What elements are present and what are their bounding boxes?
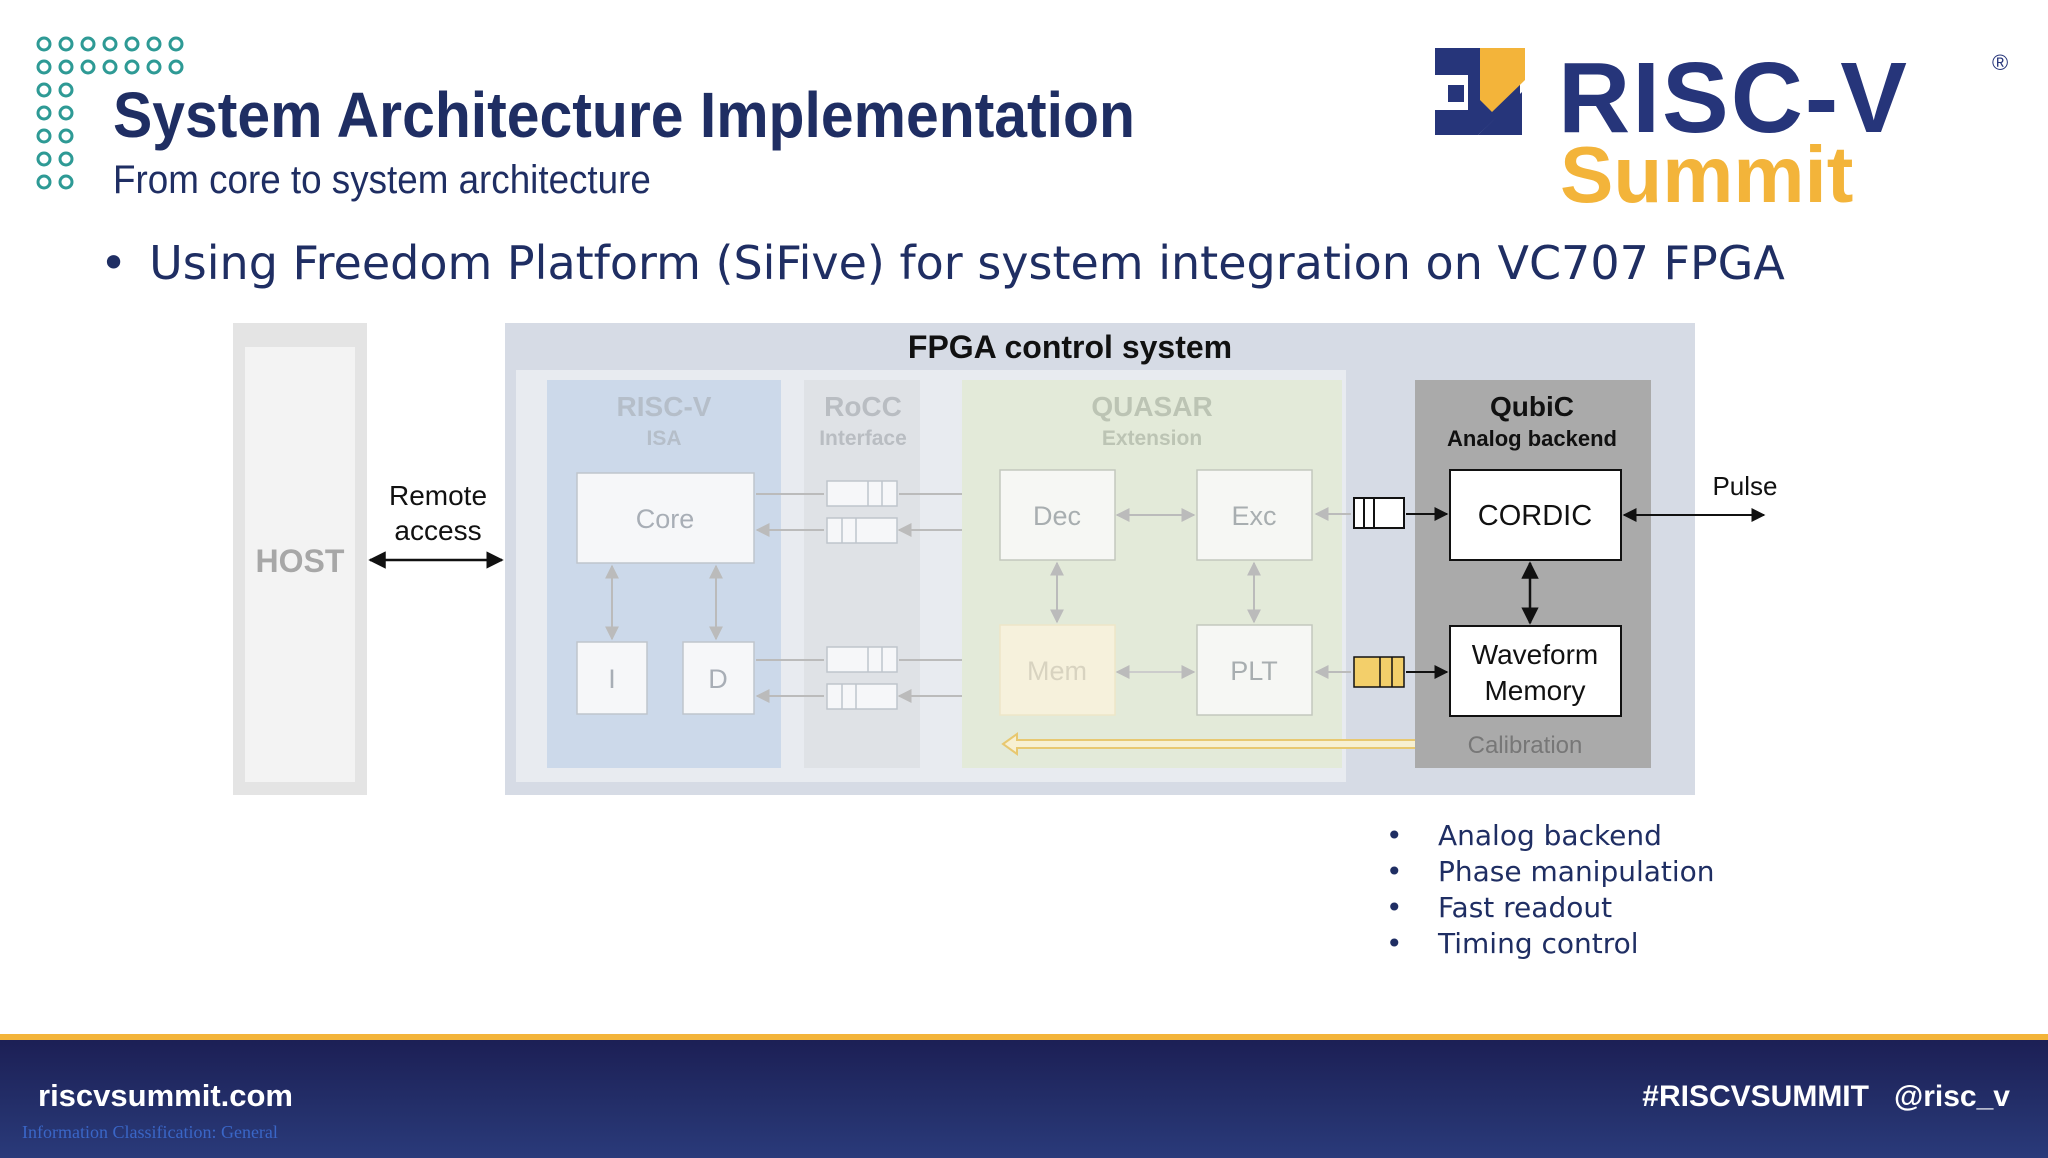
mem-box — [999, 624, 1116, 716]
dot-grid-decoration — [36, 36, 184, 190]
list-item: •Timing control — [1386, 927, 1639, 960]
slide-title: System Architecture Implementation — [113, 79, 1135, 151]
riscv-title: RISC-V — [617, 391, 712, 422]
waveform-memory-box — [1449, 625, 1622, 717]
d-cache-box — [682, 641, 755, 715]
fpga-title: FPGA control system — [908, 329, 1232, 365]
rocc-title: RoCC — [824, 391, 902, 422]
plt-label: PLT — [1230, 656, 1278, 686]
rocc-sub: Interface — [819, 427, 907, 450]
core-box — [576, 472, 755, 564]
footer-bar — [0, 1034, 2048, 1158]
quasar-sub: Extension — [1102, 427, 1202, 450]
plt-box — [1196, 624, 1313, 716]
main-bullet: • Using Freedom Platform (SiFive) for sys… — [100, 236, 1785, 290]
d-cache-label: D — [708, 664, 728, 694]
cordic-label: CORDIC — [1478, 500, 1592, 532]
logo-riscv-text: RISC-V — [1558, 42, 1909, 154]
exc-label: Exc — [1231, 501, 1276, 531]
core-label: Core — [636, 504, 695, 534]
footer-social: #RISCVSUMMIT @risc_v — [1642, 1080, 2010, 1114]
dec-label: Dec — [1033, 501, 1081, 531]
logo-registered-mark: ® — [1992, 50, 2008, 75]
qubic-sub: Analog backend — [1447, 426, 1617, 451]
footer-hashtag[interactable]: #RISCVSUMMIT — [1642, 1080, 1869, 1113]
waveform-label-line1: Waveform — [1472, 639, 1599, 670]
i-cache-box — [576, 641, 648, 715]
remote-access-label-line1: Remote — [389, 480, 487, 511]
qubic-title: QubiC — [1490, 391, 1574, 422]
remote-access-label-line2: access — [394, 515, 481, 546]
riscv-sub: ISA — [646, 427, 681, 450]
waveform-label-line2: Memory — [1484, 675, 1585, 706]
rocc-queues — [826, 480, 898, 710]
i-cache-label: I — [608, 664, 616, 694]
slide-subtitle: From core to system architecture — [113, 158, 651, 202]
fpga-architecture-diagram: HOST Remote access FPGA control system R… — [233, 323, 1778, 795]
riscv-summit-logo: RISC-V ® Summit — [1435, 42, 2008, 210]
list-item: •Analog backend — [1386, 819, 1662, 852]
host-label: HOST — [256, 543, 345, 579]
footer-site-link[interactable]: riscvsummit.com — [38, 1078, 293, 1113]
mem-label: Mem — [1027, 656, 1087, 686]
calibration-label: Calibration — [1468, 732, 1583, 759]
bullet-dot: • — [100, 236, 128, 290]
dec-box — [999, 469, 1116, 561]
qubic-input-queues — [1353, 497, 1405, 688]
information-classification: Information Classification: General — [22, 1122, 278, 1142]
list-item: •Phase manipulation — [1386, 855, 1715, 888]
quasar-title: QUASAR — [1091, 391, 1212, 422]
footer-handle[interactable]: @risc_v — [1893, 1080, 2010, 1113]
list-item: •Fast readout — [1386, 891, 1613, 924]
riscv-logo-mark — [1435, 48, 1525, 135]
feature-list: •Analog backend •Phase manipulation •Fas… — [1386, 818, 1715, 962]
cordic-box — [1449, 469, 1622, 561]
pulse-label: Pulse — [1712, 471, 1777, 501]
exc-box — [1196, 469, 1313, 561]
main-bullet-text: Using Freedom Platform (SiFive) for syst… — [149, 236, 1785, 290]
logo-summit-text: Summit — [1560, 130, 1853, 210]
